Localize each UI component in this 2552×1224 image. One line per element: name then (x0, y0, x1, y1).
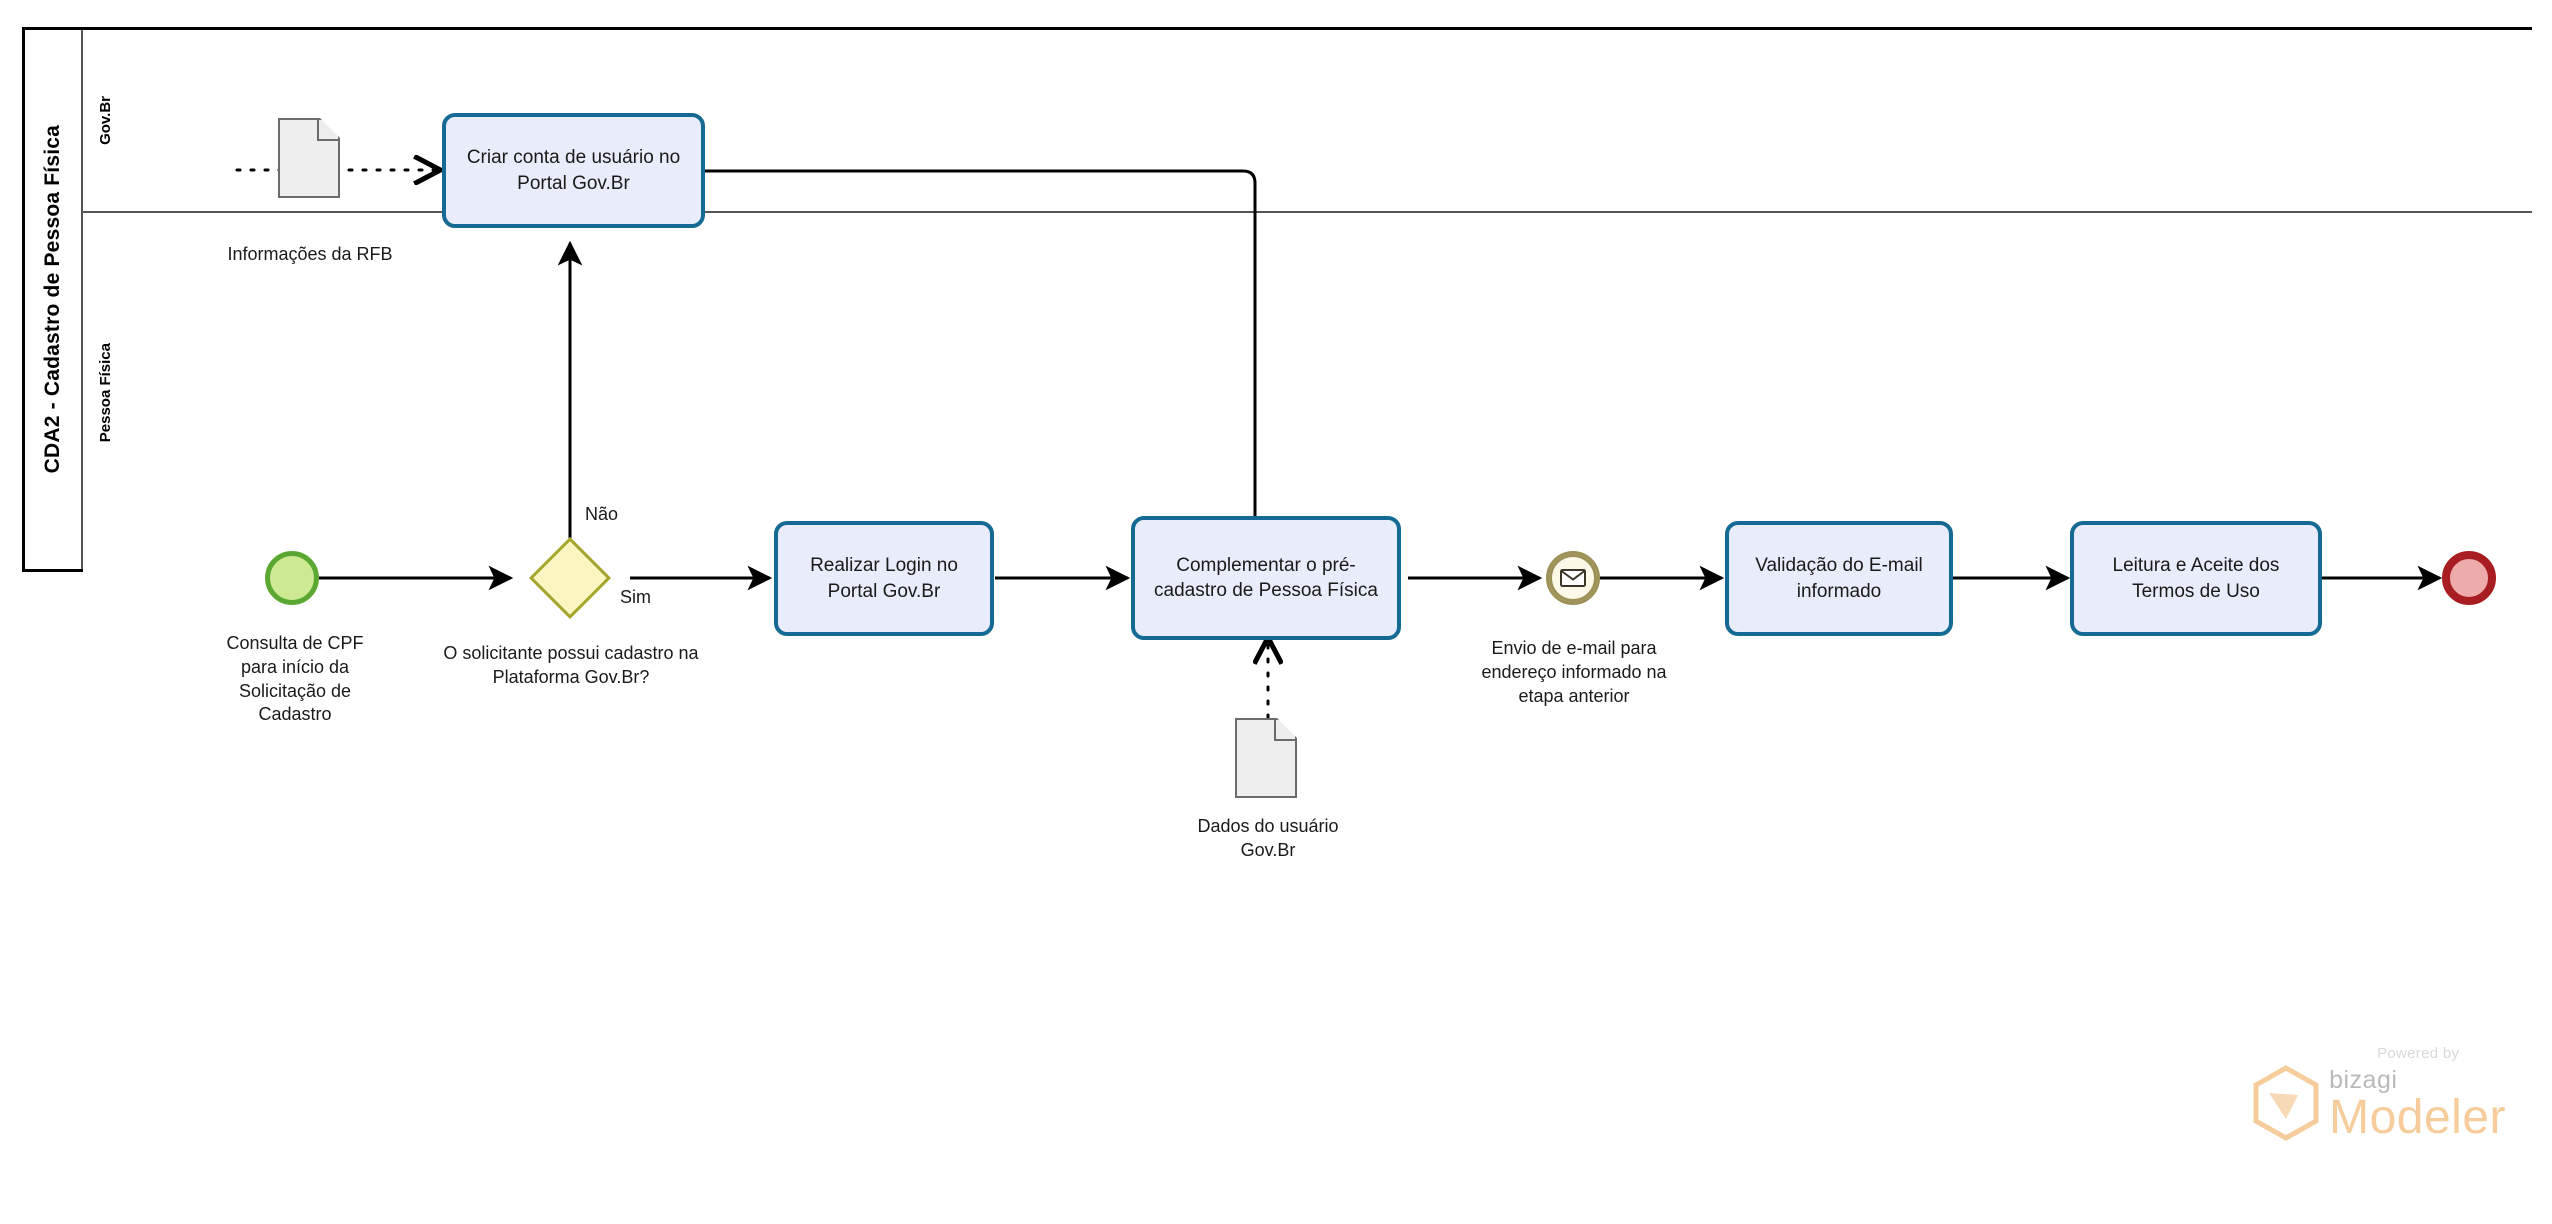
task-complementar-pre-cadastro-label: Complementar o pré-cadastro de Pessoa Fí… (1154, 554, 1378, 601)
lane-pessoa-fisica: Pessoa Física (83, 213, 2532, 572)
end-event[interactable] (2442, 551, 2496, 605)
task-criar-conta-usuario[interactable]: Criar conta de usuário no Portal Gov.Br (442, 113, 705, 228)
task-realizar-login[interactable]: Realizar Login no Portal Gov.Br (774, 521, 994, 636)
lane-pessoa-fisica-title: Pessoa Física (83, 213, 127, 572)
intermediate-message-event-envio-email-label: Envio de e-mail para endereço informado … (1481, 638, 1667, 706)
data-object-fold-icon (320, 118, 340, 138)
pool-cda2: CDA2 - Cadastro de Pessoa Física Gov.Br … (22, 27, 2532, 572)
bizagi-hexagon-logo-icon (2253, 1065, 2319, 1141)
start-event-consulta-cpf-label: Consulta de CPF para início da Solicitaç… (226, 633, 364, 725)
start-event-consulta-cpf[interactable] (265, 551, 319, 605)
lane-govbr-label: Gov.Br (96, 96, 114, 145)
watermark-powered-by: Powered by (2377, 1045, 2460, 1062)
data-object-dados-usuario-label: Dados do usuário Gov.Br (1197, 816, 1339, 860)
intermediate-message-event-envio-email[interactable] (1546, 551, 1600, 605)
pool-title: CDA2 - Cadastro de Pessoa Física (25, 30, 83, 569)
pool-title-label: CDA2 - Cadastro de Pessoa Física (41, 125, 64, 474)
task-termos-uso[interactable]: Leitura e Aceite dos Termos de Uso (2070, 521, 2322, 636)
bizagi-watermark: Powered by bizagi Modeler (2249, 1045, 2506, 1142)
task-termos-uso-label: Leitura e Aceite dos Termos de Uso (2112, 555, 2280, 602)
data-object-fold-line-icon-2 (1274, 718, 1297, 741)
flow-label-sim: Sim (620, 587, 651, 607)
flow-label-nao: Não (585, 504, 619, 524)
task-realizar-login-label: Realizar Login no Portal Gov.Br (810, 555, 958, 602)
data-object-informacoes-rfb[interactable] (278, 118, 340, 198)
task-validacao-email-label: Validação do E-mail informado (1755, 555, 1923, 602)
task-validacao-email[interactable]: Validação do E-mail informado (1725, 521, 1953, 636)
lane-pessoa-fisica-label: Pessoa Física (96, 342, 114, 443)
message-event-inner-ring (1549, 554, 1597, 602)
data-object-informacoes-rfb-label: Informações da RFB (227, 244, 393, 264)
task-complementar-pre-cadastro[interactable]: Complementar o pré-cadastro de Pessoa Fí… (1131, 516, 1401, 640)
data-object-fold-icon-2 (1277, 718, 1297, 738)
lane-govbr-title: Gov.Br (83, 30, 127, 211)
envelope-icon (1560, 569, 1586, 587)
watermark-product: Modeler (2329, 1091, 2506, 1144)
data-object-dados-usuario[interactable] (1235, 718, 1297, 798)
data-object-fold-line-icon (317, 118, 340, 141)
task-criar-conta-usuario-label: Criar conta de usuário no Portal Gov.Br (466, 147, 681, 194)
watermark-brand: bizagi (2329, 1066, 2398, 1094)
gateway-possui-cadastro-label: O solicitante possui cadastro na Platafo… (443, 643, 699, 687)
